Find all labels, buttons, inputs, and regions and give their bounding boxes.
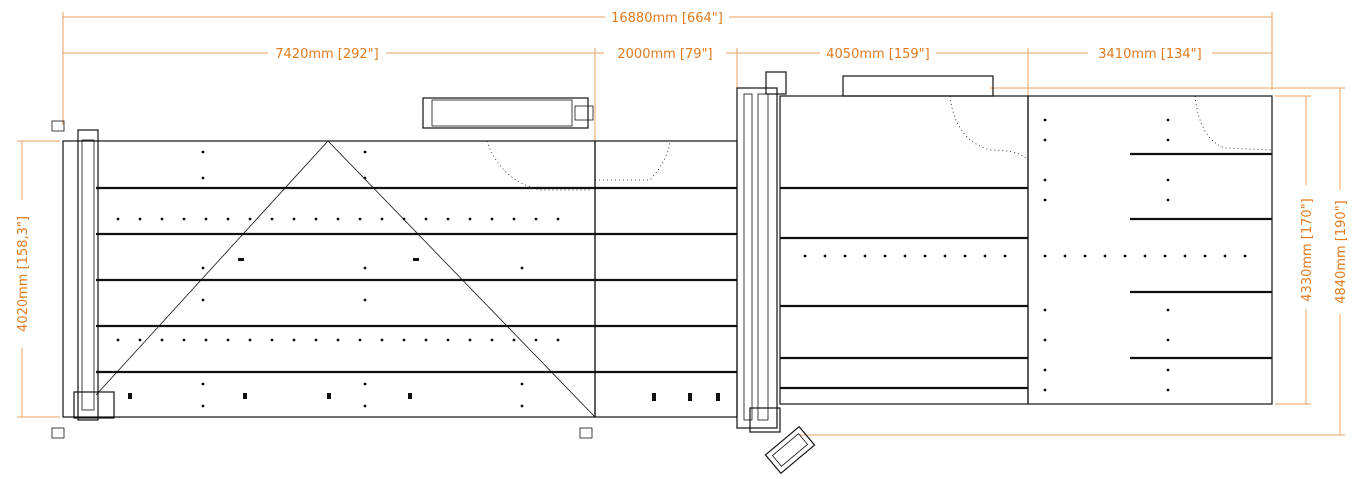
left-height-label: 4020mm [158,3"] — [16, 216, 31, 332]
cutting-table — [736, 71, 1029, 475]
gap-length-label: 2000mm [79"] — [617, 47, 712, 62]
gap-section — [594, 140, 738, 418]
exit-table-length-label: 3410mm [134"] — [1098, 47, 1201, 62]
total-length-label: 16880mm [664"] — [611, 11, 723, 26]
loading-table — [51, 97, 596, 439]
loading-table-length-label: 7420mm [292"] — [275, 47, 378, 62]
right-inner-height-label: 4330mm [170"] — [1300, 198, 1315, 301]
cutting-table-length-label: 4050mm [159"] — [826, 47, 929, 62]
right-outer-height-label: 4840mm [190"] — [1334, 200, 1349, 303]
dimension-labels: 16880mm [664"] 7420mm [292"] 2000mm [79"… — [13, 8, 1349, 348]
exit-table — [1027, 95, 1273, 405]
